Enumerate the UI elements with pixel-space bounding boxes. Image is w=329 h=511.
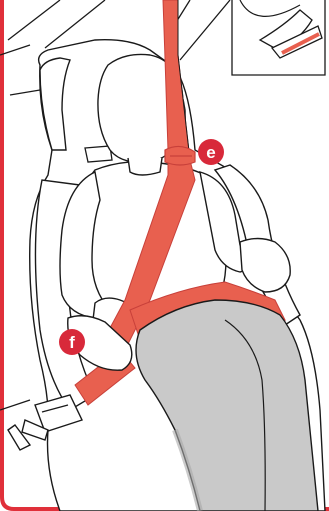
headrest-strap [85, 146, 112, 162]
marker-e: e [198, 139, 224, 165]
marker-f: f [59, 329, 85, 355]
shoulder-belt-guide [165, 146, 195, 165]
marker-f-label: f [69, 333, 75, 352]
marker-e-label: e [206, 143, 215, 162]
door-detail [232, 0, 325, 75]
